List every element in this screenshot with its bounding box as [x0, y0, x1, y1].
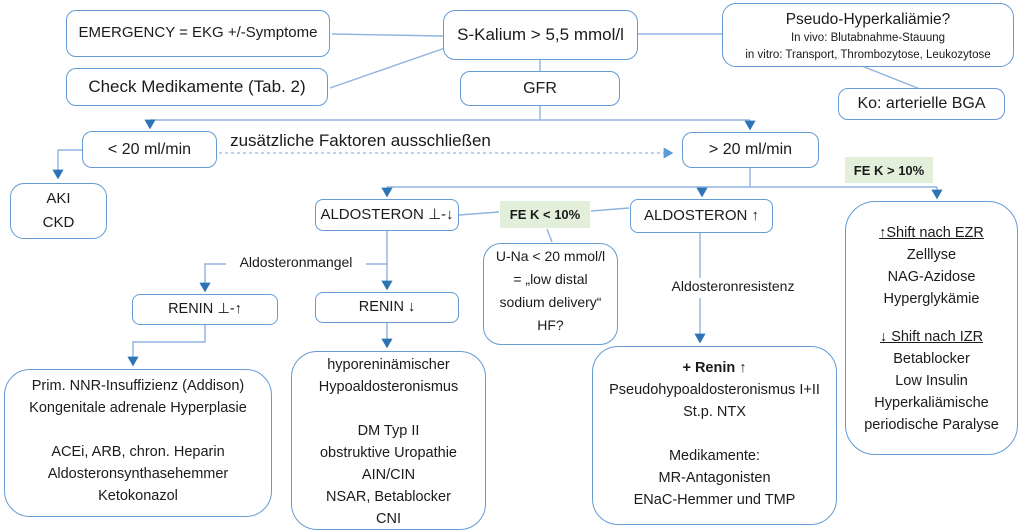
cause-item: Ketokonazol — [98, 488, 178, 504]
cause-item: Prim. NNR-Insuffizienz (Addison) — [31, 378, 245, 394]
cause-item: Pseudohypoaldosteronismus I+II — [609, 382, 820, 398]
node-check-medikamente: Check Medikamente (Tab. 2) — [66, 68, 328, 106]
node-shift-causes: ↑Shift nach EZR Zelllyse NAG-Azidose Hyp… — [845, 201, 1018, 455]
cause-item: DM Typ II — [357, 423, 420, 439]
shift-item: NAG-Azidose — [887, 269, 976, 285]
cause-item: Kongenitale adrenale Hyperplasie — [29, 400, 247, 416]
node-u-na-line: HF? — [537, 317, 564, 333]
node-gfr: GFR — [460, 71, 620, 106]
node-pseudo-hyperkaliaemie: Pseudo-Hyperkaliämie? In vivo: Blutabnah… — [722, 3, 1014, 67]
node-ckd-label: CKD — [42, 214, 75, 231]
cause-item: Hypoaldosteronismus — [318, 379, 459, 395]
node-s-kalium: S-Kalium > 5,5 mmol/l — [443, 10, 638, 60]
node-renin-low: RENIN ↓ — [315, 292, 459, 323]
label-aldosteronmangel: Aldosteronmangel — [226, 254, 366, 274]
node-s-kalium-label: S-Kalium > 5,5 mmol/l — [457, 25, 624, 45]
node-renin-low-or-high: RENIN ⊥-↑ — [132, 294, 278, 325]
node-aldosteron-high: ALDOSTERON ↑ — [630, 199, 773, 233]
node-hyporenin-causes: hyporeninämischer Hypoaldosteronismus DM… — [291, 351, 486, 530]
node-u-na-line: sodium delivery“ — [499, 294, 602, 310]
cause-item: ENaC-Hemmer und TMP — [633, 492, 796, 508]
cause-item: Aldosteronsynthasehemmer — [47, 466, 229, 482]
node-pseudo-line2: in vitro: Transport, Thrombozytose, Leuk… — [745, 48, 991, 61]
node-pseudo-line1: In vivo: Blutabnahme-Stauung — [790, 31, 946, 44]
node-gfr-lt20: < 20 ml/min — [82, 131, 217, 168]
node-aldosteron-low: ALDOSTERON ⊥-↓ — [315, 199, 459, 231]
node-u-na: U-Na < 20 mmol/l = „low distal sodium de… — [483, 243, 618, 345]
shift-item: Betablocker — [893, 351, 970, 367]
node-gfr-lt20-label: < 20 ml/min — [107, 140, 192, 158]
node-renin-low-label: RENIN ↓ — [358, 299, 416, 316]
node-gfr-gt20-label: > 20 ml/min — [708, 141, 793, 158]
node-renin-low-or-high-label: RENIN ⊥-↑ — [168, 301, 242, 318]
node-emergency: EMERGENCY = EKG +/-Symptome — [66, 10, 330, 57]
shift-item: periodische Paralyse — [864, 417, 999, 433]
cause-item: MR-Antagonisten — [658, 470, 771, 486]
cause-item: Medikamente: — [668, 448, 761, 464]
node-aldosteron-high-label: ALDOSTERON ↑ — [643, 206, 760, 224]
node-u-na-line: = „low distal — [513, 271, 588, 287]
node-aldosteron-low-label: ALDOSTERON ⊥-↓ — [320, 205, 454, 223]
node-aki-label: AKI — [46, 190, 71, 207]
label-aldosteronresistenz: Aldosteronresistenz — [658, 278, 808, 298]
node-aki-ckd: AKI CKD — [10, 183, 107, 239]
node-emergency-label: EMERGENCY = EKG +/-Symptome — [78, 24, 318, 42]
shift-item: Hyperkaliämische — [874, 395, 989, 411]
cause-item: ACEi, ARB, chron. Heparin — [51, 444, 225, 460]
node-pseudo-title: Pseudo-Hyperkaliämie? — [785, 10, 951, 28]
cause-item: NSAR, Betablocker — [326, 489, 451, 505]
node-ko-bga-label: Ko: arterielle BGA — [857, 95, 986, 112]
label-fek-gt10: FE K > 10% — [845, 157, 933, 183]
shift-izr-title: ↓ Shift nach IZR — [879, 329, 984, 345]
node-left-causes: Prim. NNR-Insuffizienz (Addison) Kongeni… — [4, 369, 272, 517]
node-ko-bga: Ko: arterielle BGA — [838, 88, 1005, 120]
node-gfr-label: GFR — [523, 79, 557, 97]
node-check-medikamente-label: Check Medikamente (Tab. 2) — [88, 77, 306, 97]
shift-item: Hyperglykämie — [883, 291, 980, 307]
shift-item: Low Insulin — [895, 373, 968, 389]
node-u-na-line: U-Na < 20 mmol/l — [495, 248, 606, 264]
cause-item: hyporeninämischer — [327, 357, 450, 373]
shift-item: Zelllyse — [906, 247, 957, 263]
cause-item: CNI — [376, 511, 401, 527]
cause-item: St.p. NTX — [683, 404, 746, 420]
label-fek-lt10: FE K < 10% — [500, 201, 590, 228]
cause-item: AIN/CIN — [361, 467, 416, 483]
label-zusaetzliche-faktoren: zusätzliche Faktoren ausschließen — [230, 131, 491, 150]
node-renin-high-causes: + Renin ↑ Pseudohypoaldosteronismus I+II… — [592, 346, 837, 525]
shift-ezr-title: ↑Shift nach EZR — [879, 225, 984, 241]
node-gfr-gt20: > 20 ml/min — [682, 132, 819, 168]
cause-item: obstruktive Uropathie — [319, 445, 457, 461]
cause-title: + Renin ↑ — [682, 360, 747, 376]
